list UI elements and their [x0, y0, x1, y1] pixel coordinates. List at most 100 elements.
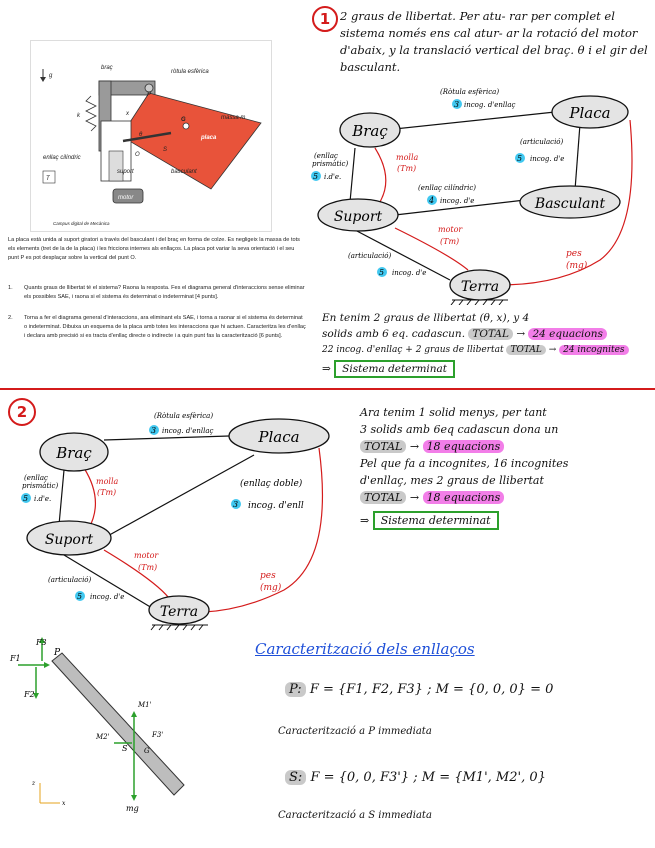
svg-text:F2: F2	[23, 690, 35, 699]
svg-text:3: 3	[233, 500, 238, 509]
svg-text:(articulació): (articulació)	[348, 252, 392, 260]
svg-text:z: z	[31, 780, 36, 787]
svg-text:F3': F3'	[151, 731, 163, 739]
s-moment: M = {M1', M2', 0}	[421, 770, 546, 785]
node-suport-2: Suport	[26, 520, 112, 556]
svg-text:5: 5	[379, 268, 384, 277]
svg-text:Terra: Terra	[160, 604, 198, 620]
svg-text:M2': M2'	[95, 733, 110, 741]
node-terra: Terra	[449, 269, 511, 305]
p-characterization: P: F = {F1, F2, F3} ; M = {0, 0, 0} = 0	[285, 682, 553, 697]
svg-text:5: 5	[517, 154, 522, 163]
edge-label: (Ròtula esfèrica)	[440, 88, 499, 96]
x-label: x	[125, 111, 130, 117]
node-terra-2: Terra	[148, 595, 210, 631]
q1-text: Quants graus de llibertat té el sistema?…	[24, 285, 305, 300]
svg-text:(mg): (mg)	[566, 260, 588, 271]
svg-text:(Ròtula esfèrica): (Ròtula esfèrica)	[154, 412, 213, 420]
o-label: O	[135, 152, 140, 158]
svg-text:incog. d'e: incog. d'e	[530, 155, 564, 163]
svg-text:(enllaç doble): (enllaç doble)	[240, 478, 303, 489]
p-label: P	[147, 92, 151, 98]
svg-text:5: 5	[23, 494, 28, 503]
svg-text:molla: molla	[96, 477, 119, 486]
part1-number: 1	[312, 6, 338, 32]
part2-text: Ara tenim 1 solid menys, per tant 3 soli…	[360, 404, 652, 530]
svg-text:Terra: Terra	[461, 279, 499, 295]
svg-text:incog. d'enllaç: incog. d'enllaç	[464, 101, 516, 109]
plate-free-body-sketch: F1 F3 F2 P M1' M2' F3' S G mg z x	[9, 637, 185, 813]
svg-text:(Tm): (Tm)	[138, 563, 157, 572]
mass-label: massa m	[221, 115, 245, 121]
svg-text:(enllaç: (enllaç	[24, 474, 48, 482]
svg-text:(mg): (mg)	[260, 582, 282, 593]
svg-text:Basculant: Basculant	[534, 196, 606, 212]
svg-text:motor: motor	[438, 225, 463, 234]
svg-text:S: S	[122, 744, 128, 753]
svg-text:pes: pes	[260, 571, 276, 581]
node-placa-2: Placa	[228, 418, 330, 454]
part1-interaction-graph: Braç Placa Suport Basculant Terra (Ròtul…	[311, 88, 633, 305]
svg-text:Suport: Suport	[334, 209, 383, 225]
theta-label: θ	[139, 132, 143, 138]
svg-text:incog. d'e: incog. d'e	[440, 197, 474, 205]
motor-label: motor	[118, 195, 134, 201]
svg-text:incog. d'enllaç: incog. d'enllaç	[162, 427, 214, 435]
cylindrical-label: enllaç cilíndric	[43, 155, 81, 161]
svg-text:mg: mg	[126, 804, 139, 813]
tilter-bar	[122, 131, 172, 143]
links-title: Caracterització dels enllaços	[255, 640, 475, 658]
part2-number: 2	[8, 398, 36, 426]
p-moment: M = {0, 0, 0} = 0	[435, 682, 554, 697]
q1-num: 1.	[8, 285, 13, 291]
motor	[112, 188, 144, 204]
tilter-label: basculant	[171, 169, 197, 175]
svg-text:motor: motor	[134, 551, 159, 560]
s-characterization: S: F = {0, 0, F3'} ; M = {M1', M2', 0}	[285, 770, 546, 785]
svg-text:Braç: Braç	[351, 122, 388, 140]
svg-text:i.d'e.: i.d'e.	[34, 495, 51, 503]
node-basculant: Basculant	[519, 185, 621, 219]
svg-text:Suport: Suport	[45, 532, 94, 548]
ball-joint	[144, 83, 154, 93]
total-unknowns: 24 incognites	[559, 345, 629, 355]
svg-text:Braç: Braç	[55, 444, 92, 462]
part1-conclusion: Sistema determinat	[334, 360, 456, 378]
part2-conclusion: Sistema determinat	[372, 511, 499, 530]
part2-interaction-graph: Braç Placa Suport Terra (Ròtula esfèrica…	[21, 412, 330, 631]
svg-text:prismàtic): prismàtic)	[22, 482, 58, 490]
svg-text:P: P	[53, 648, 61, 658]
svg-text:3: 3	[151, 426, 156, 435]
credit: Campus digital de Mecànica	[53, 221, 110, 226]
svg-text:M1': M1'	[137, 701, 152, 709]
svg-text:(articulació): (articulació)	[520, 138, 564, 146]
g-point-label: G	[181, 117, 186, 123]
svg-text:(enllaç cilíndric): (enllaç cilíndric)	[418, 184, 476, 192]
q2-num: 2.	[8, 315, 13, 321]
total-equations-2: 18 equacions	[422, 440, 505, 453]
node-placa: Placa	[551, 95, 629, 129]
svg-text:Placa: Placa	[257, 428, 299, 446]
svg-text:5: 5	[77, 592, 82, 601]
node-braç: Braç	[339, 112, 401, 148]
svg-text:5: 5	[313, 172, 318, 181]
q2-text: Torna a fer el diagrama general d'intera…	[24, 315, 306, 339]
problem-intro: La placa està unida al suport giratori a…	[8, 237, 300, 261]
svg-text:molla: molla	[396, 153, 419, 162]
plate-label: placa	[200, 135, 217, 141]
summary-line1: En tenim 2 graus de llibertat (θ, x), y …	[322, 312, 530, 324]
spring	[85, 95, 97, 132]
svg-text:x: x	[62, 800, 66, 807]
svg-text:(articulació): (articulació)	[48, 576, 92, 584]
arm-label: braç	[101, 65, 113, 71]
svg-text:(Tm): (Tm)	[440, 237, 459, 246]
svg-text:(enllaç: (enllaç	[314, 152, 338, 160]
k-label: k	[77, 113, 81, 119]
problem-figure: g braç ròtula esfèrica placa massa m G k…	[30, 40, 272, 232]
s-label: S	[163, 147, 167, 153]
total-equations: 24 equacions	[528, 328, 607, 340]
svg-text:F1: F1	[9, 654, 21, 663]
node-suport: Suport	[317, 198, 399, 232]
svg-text:4: 4	[428, 196, 434, 205]
t-label: T	[46, 176, 51, 182]
